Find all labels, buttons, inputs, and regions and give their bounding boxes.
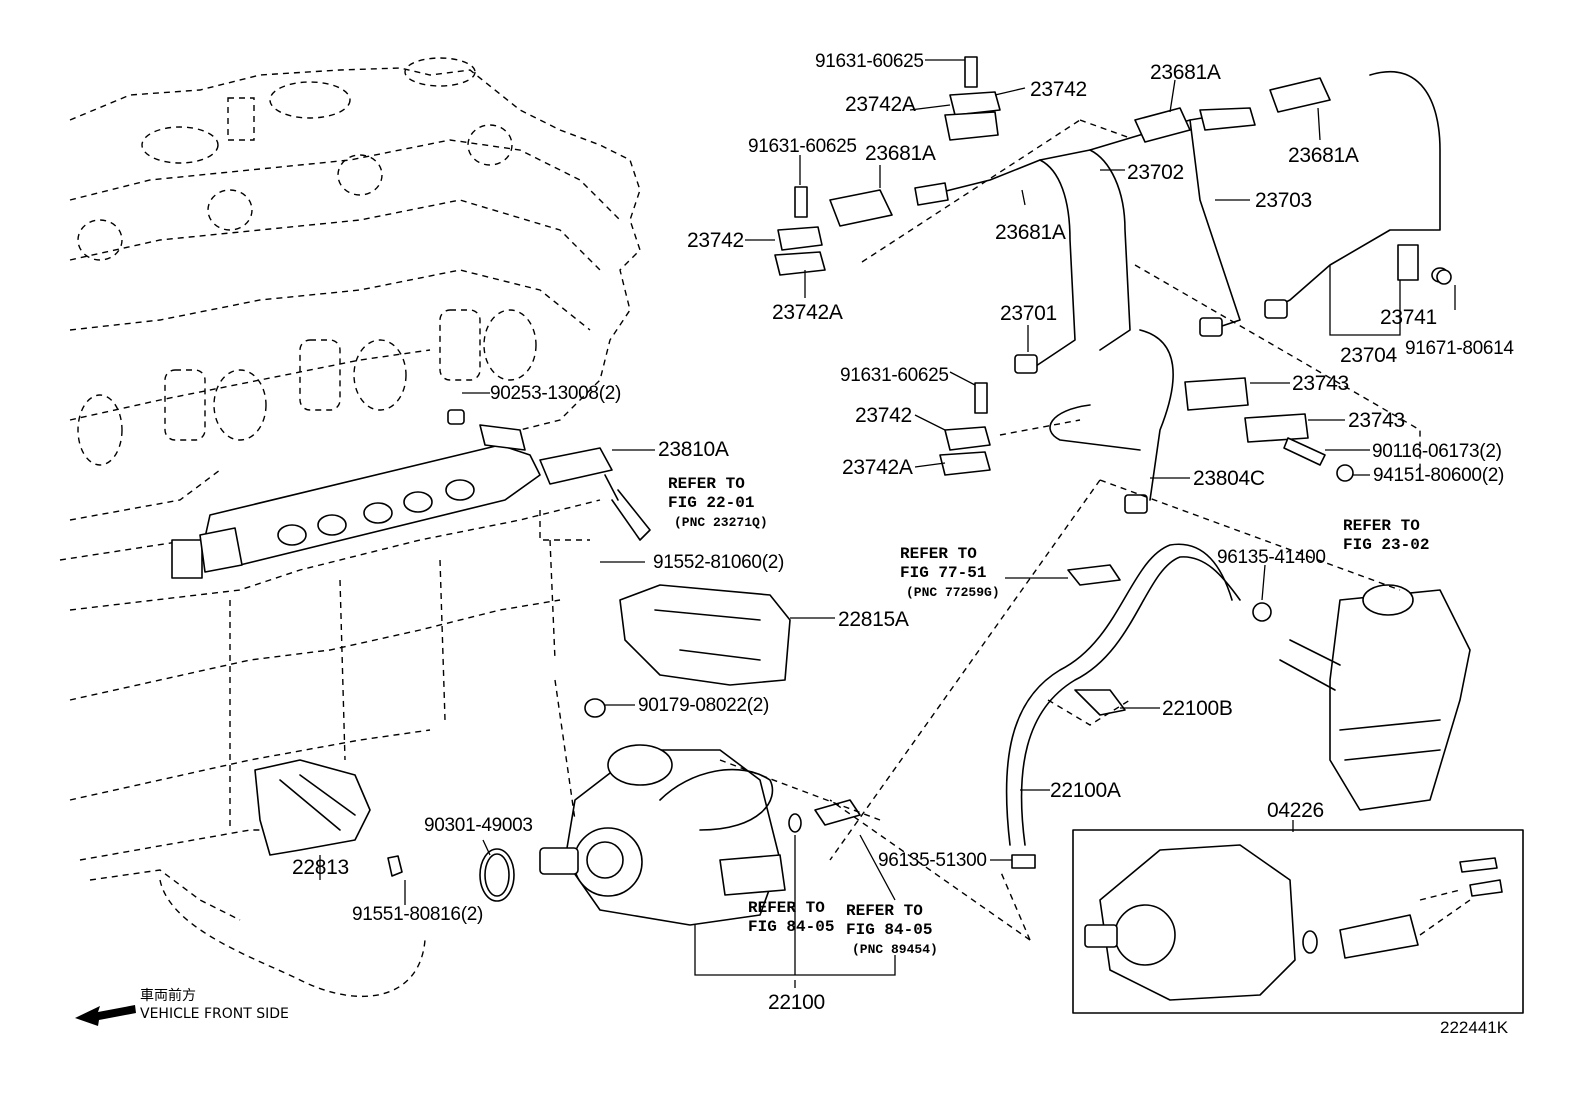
part-label-94151: 94151-80600(2) xyxy=(1373,465,1505,486)
part-label-23804C: 23804C xyxy=(1193,467,1265,490)
part-label-90301: 90301-49003 xyxy=(424,815,533,836)
part-label-23742-low: 23742 xyxy=(855,404,912,427)
part-label-22815A: 22815A xyxy=(838,608,909,631)
reference-pnc: (PNC 23271Q) xyxy=(674,515,768,530)
part-label-23704: 23704 xyxy=(1340,344,1397,367)
part-label-23681A-top: 23681A xyxy=(1150,61,1221,84)
reference-line2: FIG 23-02 xyxy=(1343,536,1430,554)
part-label-23742-top: 23742 xyxy=(1030,78,1087,101)
reference-fig-77-51[interactable]: REFER TO FIG 77-51 (PNC 77259G) xyxy=(900,545,1000,602)
part-label-23681A-left: 23681A xyxy=(865,142,936,165)
bracket-artwork xyxy=(254,759,403,877)
reference-line1: REFER TO xyxy=(1343,517,1420,535)
engine-block-outline xyxy=(59,57,641,998)
pump-cover-artwork xyxy=(584,584,791,718)
part-label-91671: 91671-80614 xyxy=(1405,338,1514,359)
arrow-left-icon xyxy=(75,1005,136,1026)
reference-fig-84-05-a[interactable]: REFER TO FIG 84-05 xyxy=(748,899,834,937)
part-label-23703: 23703 xyxy=(1255,189,1312,212)
part-label-23742A-left: 23742A xyxy=(772,301,843,324)
part-label-04226: 04226 xyxy=(1267,799,1324,822)
part-label-91631-low: 91631-60625 xyxy=(840,365,949,386)
part-label-23701: 23701 xyxy=(1000,302,1057,325)
part-label-91552: 91552-81060(2) xyxy=(653,552,785,573)
part-label-23743-a: 23743 xyxy=(1292,372,1349,395)
reference-fig-23-02[interactable]: REFER TO FIG 23-02 xyxy=(1343,517,1429,555)
part-label-91631-mid: 91631-60625 xyxy=(748,136,857,157)
part-label-22100: 22100 xyxy=(768,991,825,1014)
reference-line2: FIG 22-01 xyxy=(668,494,755,512)
reference-line2: FIG 84-05 xyxy=(748,918,835,936)
part-label-23742A-low: 23742A xyxy=(842,456,913,479)
supply-pump-artwork xyxy=(479,744,896,976)
kit-box-artwork xyxy=(1072,829,1524,1014)
figure-id: 222441K xyxy=(1440,1018,1509,1037)
part-label-96135-51300: 96135-51300 xyxy=(878,850,987,871)
reference-line1: REFER TO xyxy=(900,545,977,563)
part-label-91631-top: 91631-60625 xyxy=(815,51,924,72)
part-label-23742A-top: 23742A xyxy=(845,93,916,116)
reference-line2: FIG 84-05 xyxy=(846,921,933,939)
reference-pnc: (PNC 89454) xyxy=(852,942,938,957)
part-label-91551: 91551-80816(2) xyxy=(352,904,484,925)
part-label-22100B: 22100B xyxy=(1162,697,1233,720)
reference-dash-lines xyxy=(539,119,1471,941)
fuel-hose-filter-artwork xyxy=(1005,543,1471,869)
part-label-23702: 23702 xyxy=(1127,161,1184,184)
part-label-23742-left: 23742 xyxy=(687,229,744,252)
part-label-90179: 90179-08022(2) xyxy=(638,695,770,716)
reference-line1: REFER TO xyxy=(748,899,825,917)
pipe-clamps-artwork xyxy=(774,56,1452,482)
reference-fig-84-05-b[interactable]: REFER TO FIG 84-05 (PNC 89454) xyxy=(846,902,938,959)
part-label-23681A-right: 23681A xyxy=(1288,144,1359,167)
part-label-22100A: 22100A xyxy=(1050,779,1121,802)
part-label-23741: 23741 xyxy=(1380,306,1437,329)
reference-pnc: (PNC 77259G) xyxy=(906,585,1000,600)
reference-line1: REFER TO xyxy=(846,902,923,920)
reference-fig-22-01[interactable]: REFER TO FIG 22-01 (PNC 23271Q) xyxy=(668,475,768,532)
reference-line1: REFER TO xyxy=(668,475,745,493)
part-label-23681A-center: 23681A xyxy=(995,221,1066,244)
common-rail-artwork xyxy=(171,409,651,579)
part-label-23810A: 23810A xyxy=(658,438,729,461)
part-label-23743-b: 23743 xyxy=(1348,409,1405,432)
injection-pipes-artwork xyxy=(829,71,1449,514)
part-label-90116: 90116-06173(2) xyxy=(1372,441,1502,462)
reference-line2: FIG 77-51 xyxy=(900,564,987,582)
vehicle-front-label-en: VEHICLE FRONT SIDE xyxy=(140,1006,289,1022)
part-label-96135-41400: 96135-41400 xyxy=(1217,547,1326,568)
part-label-90253: 90253-13008(2) xyxy=(490,383,622,404)
vehicle-front-label-jp: 車両前方 xyxy=(140,988,196,1004)
leader-lines xyxy=(319,59,1456,988)
part-label-22813: 22813 xyxy=(292,856,349,879)
